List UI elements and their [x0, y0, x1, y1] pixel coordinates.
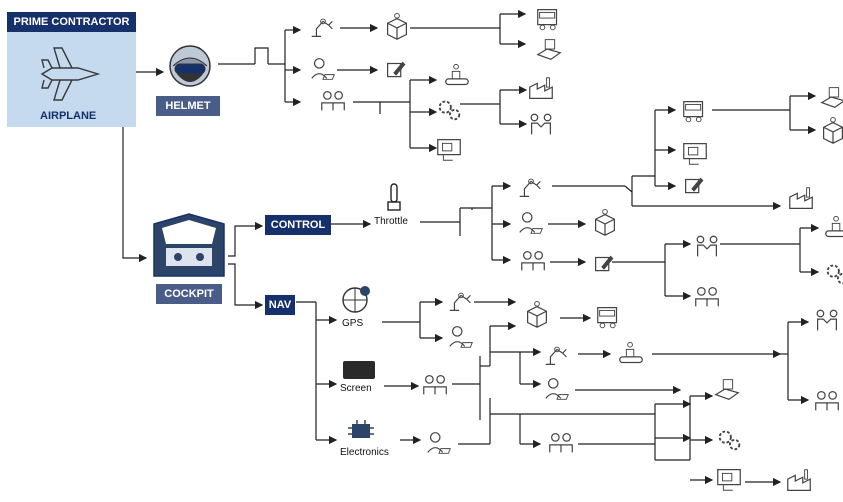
- gears-icon: [714, 424, 744, 454]
- team-icon: [318, 86, 348, 116]
- factory-icon: [784, 466, 814, 496]
- team-icon: [692, 282, 722, 312]
- airplane-icon: [38, 44, 100, 104]
- robot-arm-icon: [446, 286, 476, 316]
- control-label: CONTROL: [265, 215, 331, 235]
- robot-arm-icon: [542, 340, 572, 370]
- truck-icon: [594, 302, 624, 332]
- robot-arm-icon: [516, 172, 546, 202]
- team-icon: [518, 246, 548, 276]
- prime-contractor-title: PRIME CONTRACTOR: [7, 12, 136, 32]
- box-icon: [522, 300, 552, 330]
- truck-icon: [534, 4, 564, 34]
- screen-label: Screen: [340, 383, 372, 394]
- engineer-laptop-icon: [446, 322, 476, 352]
- helmet-label: HELMET: [156, 96, 220, 116]
- screen-icon: [342, 360, 376, 380]
- team-icon: [546, 428, 576, 458]
- gears-icon: [434, 94, 464, 124]
- handshake-icon: [692, 232, 722, 262]
- gps-label: GPS: [342, 318, 363, 329]
- conveyor-icon: [616, 340, 646, 370]
- box-icon: [818, 116, 843, 146]
- package-icon: [818, 82, 843, 112]
- cockpit-icon: [148, 210, 230, 280]
- video-monitor-icon: [680, 138, 710, 168]
- truck-icon: [680, 96, 710, 126]
- cockpit-label: COCKPIT: [156, 284, 222, 304]
- factory-icon: [526, 74, 556, 104]
- engineer-laptop-icon: [424, 428, 454, 458]
- handshake-icon: [812, 306, 842, 336]
- package-icon: [534, 34, 564, 64]
- team-icon: [420, 370, 450, 400]
- throttle-icon: [386, 182, 402, 212]
- edit-icon: [590, 250, 620, 280]
- video-monitor-icon: [714, 464, 744, 494]
- gps-globe-icon: [340, 284, 374, 314]
- engineer-laptop-icon: [308, 54, 338, 84]
- airplane-label: AIRPLANE: [40, 110, 96, 122]
- engineer-laptop-icon: [542, 374, 572, 404]
- edit-icon: [680, 172, 710, 202]
- engineer-laptop-icon: [516, 208, 546, 238]
- box-icon: [382, 12, 412, 42]
- conveyor-icon: [822, 214, 843, 244]
- robot-arm-icon: [308, 12, 338, 42]
- helmet-icon: [165, 44, 215, 92]
- nav-label: NAV: [265, 295, 295, 315]
- factory-icon: [786, 184, 816, 214]
- gears-icon: [822, 258, 843, 288]
- edit-icon: [382, 56, 412, 86]
- electronics-chip-icon: [344, 418, 378, 444]
- team-icon: [812, 386, 842, 416]
- conveyor-icon: [442, 62, 472, 92]
- throttle-label: Throttle: [374, 216, 408, 227]
- video-monitor-icon: [434, 134, 464, 164]
- electronics-label: Electronics: [340, 447, 389, 458]
- handshake-icon: [526, 110, 556, 140]
- package-icon: [712, 374, 742, 404]
- box-icon: [590, 208, 620, 238]
